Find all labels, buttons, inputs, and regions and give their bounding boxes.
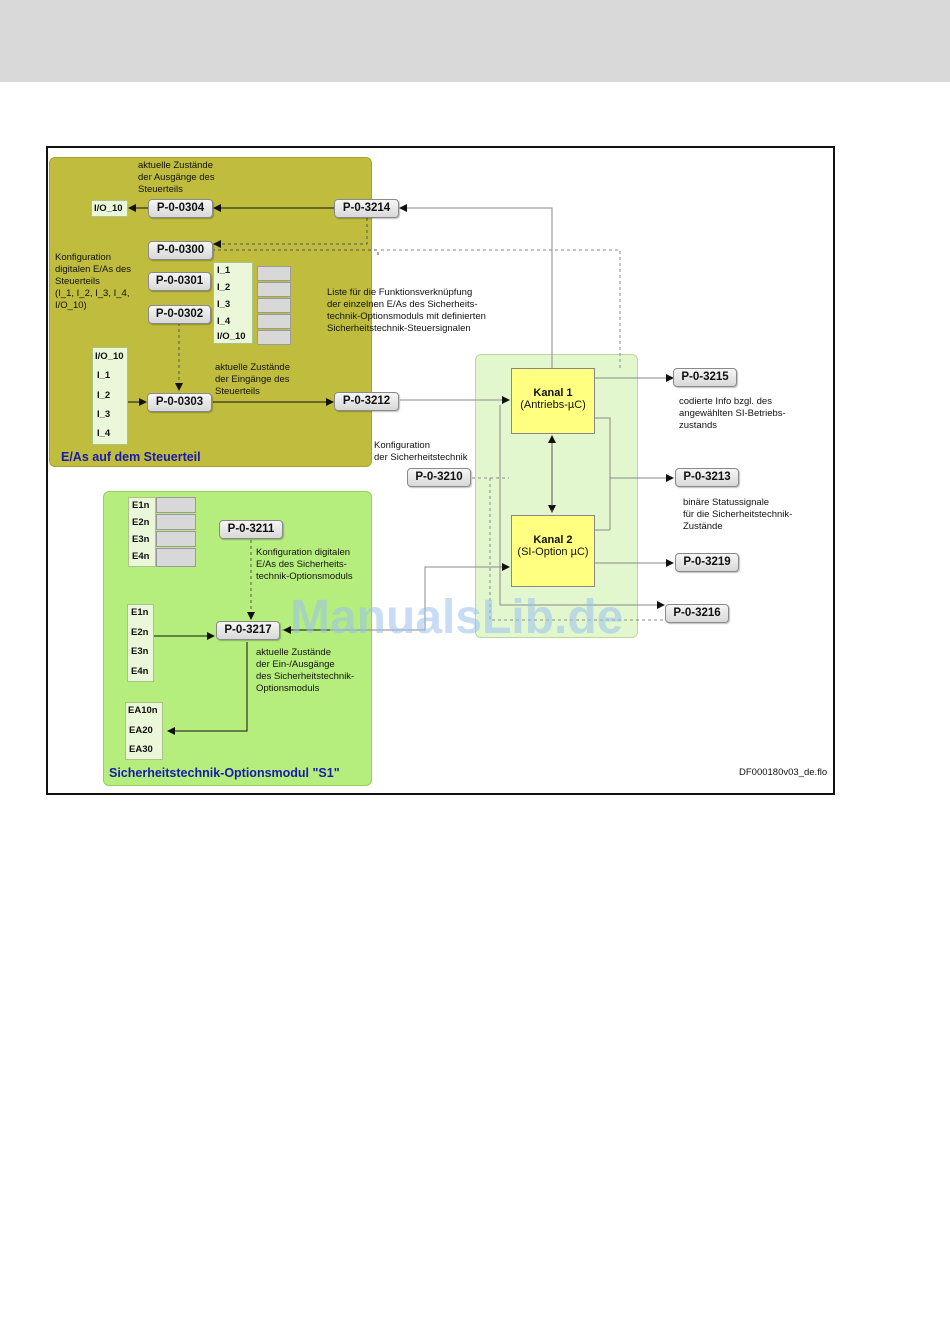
note-outputs: aktuelle Zustände der Ausgänge des Steue… [138, 160, 215, 195]
param-p-0-0304[interactable]: P-0-0304 [148, 199, 213, 218]
input-slot-2: I_1 [97, 370, 111, 381]
option-input-slot-2: E2n [131, 627, 149, 638]
page-header-band [0, 0, 950, 82]
output-slot: I/O_10 [91, 200, 128, 217]
input-slot-4: I_3 [97, 409, 111, 420]
config-slot-5: I/O_10 [217, 331, 246, 342]
param-p-0-0303[interactable]: P-0-0303 [147, 393, 212, 412]
option-module-title: Sicherheitstechnik-Optionsmodul "S1" [109, 766, 340, 780]
param-p-0-0301[interactable]: P-0-0301 [148, 272, 211, 291]
option-io-slot-3: EA30 [129, 744, 153, 755]
kanal-2-subtitle: (SI-Option µC) [517, 546, 589, 558]
param-p-0-3214[interactable]: P-0-3214 [334, 199, 399, 218]
config-slots [213, 262, 253, 344]
input-slot-1: I/O_10 [95, 351, 124, 362]
note-inputs: aktuelle Zustände der Eingänge des Steue… [215, 362, 290, 397]
note-config-steuerteil: Konfiguration digitalen E/As des Steuert… [55, 252, 132, 311]
option-config-slots [128, 497, 156, 567]
file-reference: DF000180v03_de.flo [739, 767, 828, 778]
param-p-0-3213[interactable]: P-0-3213 [675, 468, 739, 487]
option-config-slot-1: E1n [132, 500, 150, 511]
option-config-slot-3: E3n [132, 534, 150, 545]
config-slot-3: I_3 [217, 299, 231, 310]
option-io-slot-2: EA20 [129, 725, 153, 736]
param-p-0-3215[interactable]: P-0-3215 [673, 368, 737, 387]
config-slot-4: I_4 [217, 316, 231, 327]
config-gray-cells [257, 266, 291, 346]
kanal-2-box: Kanal 2 (SI-Option µC) [511, 515, 595, 587]
param-p-0-3212[interactable]: P-0-3212 [334, 392, 399, 411]
output-slot-label: I/O_10 [94, 203, 123, 214]
note-3213: binäre Statussignale für die Sicherheits… [683, 497, 793, 532]
option-config-slot-4: E4n [132, 551, 150, 562]
input-slot-3: I_2 [97, 390, 111, 401]
param-p-0-3219[interactable]: P-0-3219 [675, 553, 739, 572]
kanal-1-subtitle: (Antriebs-µC) [520, 399, 586, 411]
input-slot-5: I_4 [97, 428, 111, 439]
option-io-slots [125, 702, 163, 760]
param-p-0-0300[interactable]: P-0-0300 [148, 241, 213, 260]
option-config-gray-cells [156, 497, 196, 568]
param-p-0-0302[interactable]: P-0-0302 [148, 305, 211, 324]
param-p-0-3211[interactable]: P-0-3211 [219, 520, 283, 539]
note-konfig-safety: Konfiguration der Sicherheitstechnik [374, 440, 468, 463]
config-slot-1: I_1 [217, 265, 231, 276]
param-p-0-3217[interactable]: P-0-3217 [216, 621, 280, 640]
config-slot-2: I_2 [217, 282, 231, 293]
param-p-0-3210[interactable]: P-0-3210 [407, 468, 471, 487]
steuerteil-title: E/As auf dem Steuerteil [61, 450, 201, 464]
param-p-0-3216[interactable]: P-0-3216 [665, 604, 729, 623]
input-slots [92, 347, 128, 445]
option-input-slot-4: E4n [131, 666, 149, 677]
watermark: ManualsLib.de [290, 591, 624, 644]
option-io-slot-1: EA10n [128, 705, 158, 716]
option-input-slot-3: E3n [131, 646, 149, 657]
kanal-2-title: Kanal 2 [533, 534, 573, 546]
kanal-1-title: Kanal 1 [533, 387, 573, 399]
kanal-1-box: Kanal 1 (Antriebs-µC) [511, 368, 595, 434]
note-option-states: aktuelle Zustände der Ein-/Ausgänge des … [256, 647, 355, 694]
option-input-slot-1: E1n [131, 607, 149, 618]
note-option-config: Konfiguration digitalen E/As des Sicherh… [256, 547, 353, 582]
option-config-slot-2: E2n [132, 517, 150, 528]
option-input-slots [127, 604, 154, 682]
note-liste: Liste für die Funktionsverknüpfung der e… [327, 287, 486, 334]
note-3215: codierte Info bzgl. des angewählten SI-B… [679, 396, 786, 431]
